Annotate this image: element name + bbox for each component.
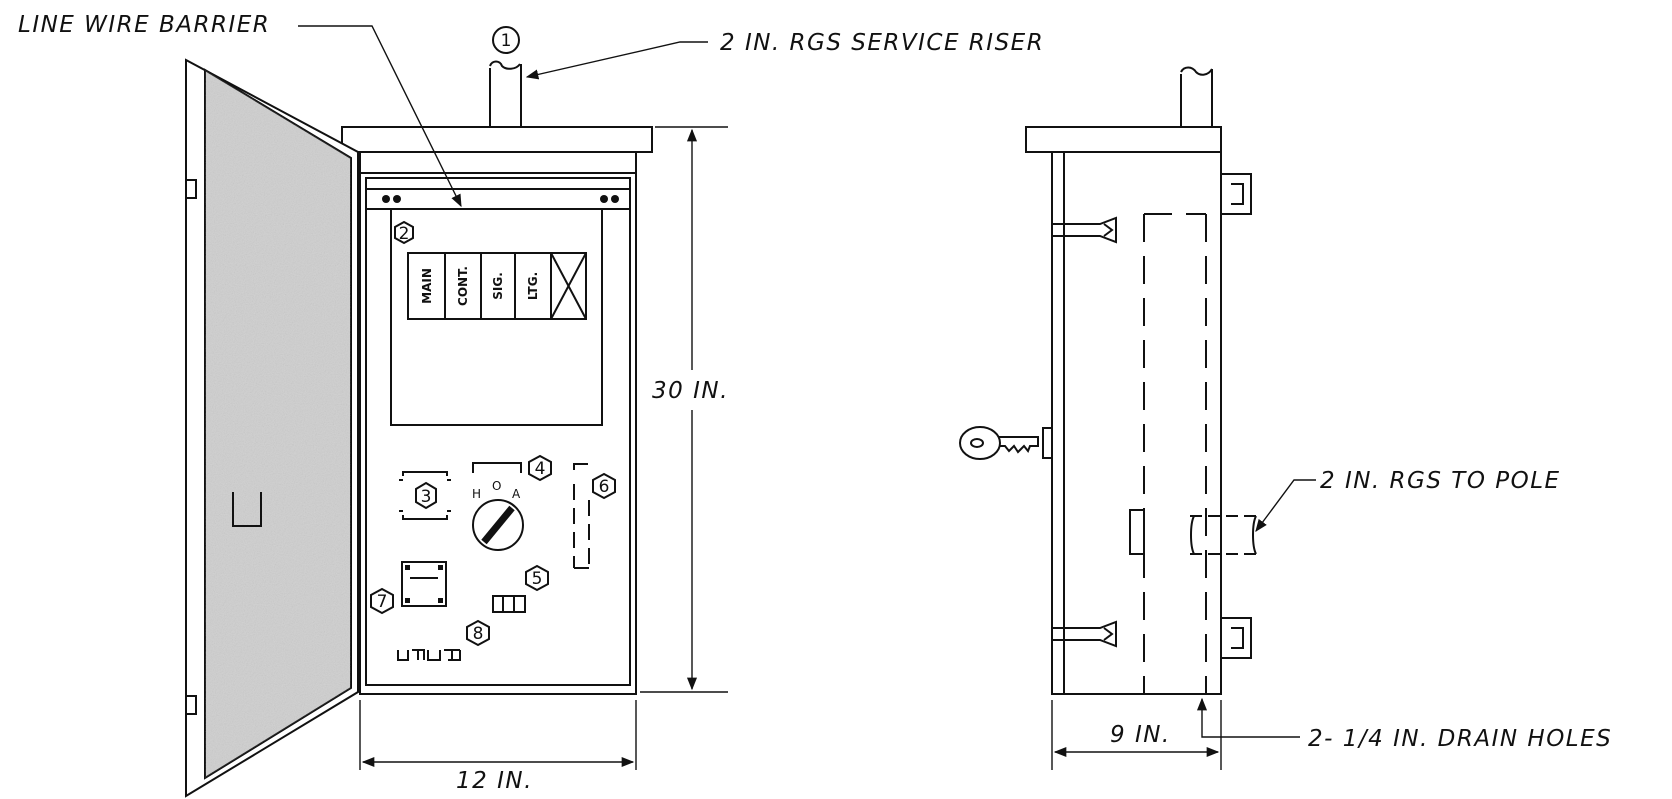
- height-dim-label: 30 IN.: [652, 378, 729, 404]
- line-wire-barrier-label: LINE WIRE BARRIER: [18, 12, 270, 38]
- callout-2: 2: [394, 220, 414, 245]
- svg-text:8: 8: [473, 624, 484, 644]
- service-riser-label: 2 IN. RGS SERVICE RISER: [720, 30, 1044, 56]
- svg-text:6: 6: [599, 477, 610, 497]
- callout-7: [370, 587, 394, 615]
- svg-text:7: 7: [377, 592, 388, 612]
- hinge-block: [1129, 509, 1145, 555]
- mount-bracket-top: [1221, 173, 1252, 215]
- lock-tab: [1042, 427, 1053, 459]
- switch-label-h: H: [472, 487, 481, 501]
- switch-label-a: A: [512, 487, 521, 501]
- key-icon: [959, 426, 1039, 460]
- width-dim-label: 12 IN.: [456, 768, 533, 794]
- drain-holes-label: 2- 1/4 IN. DRAIN HOLES: [1308, 726, 1612, 752]
- callout-5: [525, 564, 549, 592]
- service-riser-pipe: [489, 60, 522, 127]
- svg-text:5: 5: [532, 569, 543, 589]
- breaker-row: MAIN CONT. SIG. LTG.: [407, 252, 587, 320]
- switch-label-o: O: [492, 479, 501, 493]
- rgs-to-pole-label: 2 IN. RGS TO POLE: [1320, 468, 1561, 494]
- conduit-to-pole: [1190, 515, 1257, 555]
- door-hinge-tab-top: [185, 179, 197, 199]
- door-hinge-tab-bottom: [185, 695, 197, 715]
- side-body: [1051, 151, 1222, 695]
- breaker-subpanel: [390, 208, 603, 426]
- callout-6: [592, 472, 616, 500]
- terminal-block-5: 5: [492, 564, 549, 613]
- breaker-label-sig: SIG.: [491, 272, 505, 300]
- mount-bracket-bottom: [1221, 617, 1252, 659]
- cabinet-inner-panel: [365, 177, 631, 686]
- svg-text:2: 2: [399, 224, 410, 244]
- latch-bottom: [1051, 620, 1117, 648]
- breaker-label-main: MAIN: [420, 268, 434, 304]
- svg-text:4: 4: [535, 459, 546, 479]
- door-handle: [232, 492, 262, 527]
- terminal-strip-8: 8: [397, 619, 490, 661]
- cabinet-top-cap: [341, 126, 653, 153]
- hoa-selector-switch: H O A 4: [472, 454, 552, 551]
- breaker-label-ltg: LTG.: [526, 272, 540, 300]
- callout-1: 1: [492, 26, 520, 54]
- breaker-label-cont: CONT.: [456, 266, 470, 306]
- svg-text:1: 1: [501, 31, 512, 51]
- svg-text:3: 3: [421, 487, 432, 507]
- relay-block-7: 7: [370, 561, 447, 615]
- side-top-cap: [1025, 126, 1222, 153]
- depth-dimension: 9 IN.: [1051, 700, 1222, 770]
- depth-dim-label: 9 IN.: [1110, 722, 1171, 748]
- relay-socket-3: 3: [399, 471, 451, 520]
- open-door: [185, 58, 359, 798]
- latch-top: [1051, 216, 1117, 244]
- front-view: MAIN CONT. SIG. LTG. 2 3 H O A 4: [18, 12, 1044, 798]
- callout-4: [528, 454, 552, 482]
- width-dimension: 12 IN.: [359, 700, 637, 794]
- height-dimension: 30 IN.: [640, 126, 729, 693]
- callout-8: [466, 619, 490, 647]
- terminal-6: 6: [573, 463, 616, 569]
- side-view: 2 IN. RGS TO POLE 9 IN. 2- 1/4 IN. DRAIN…: [959, 66, 1612, 770]
